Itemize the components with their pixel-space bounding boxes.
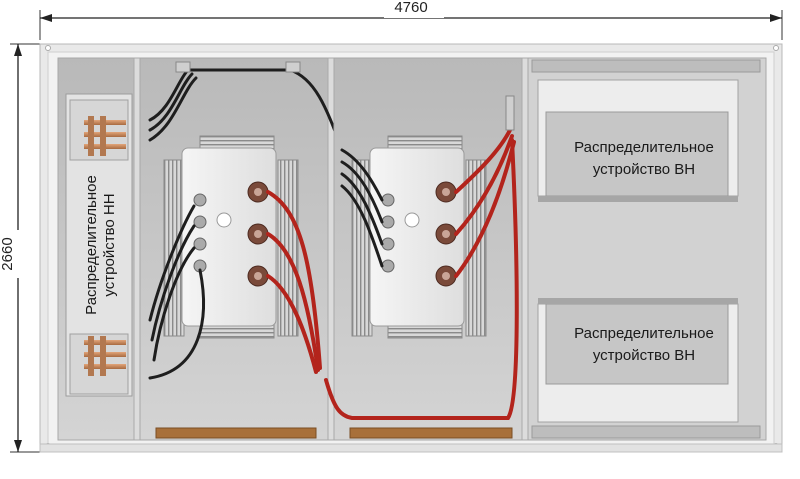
hv-cables-2 bbox=[324, 128, 519, 420]
transformer-compartment-1 bbox=[139, 57, 352, 441]
arrow-up-icon bbox=[14, 44, 22, 56]
transformer-2-base-rail bbox=[349, 427, 513, 439]
lv-switchgear-label-line2: устройство НН bbox=[101, 193, 118, 296]
lv-busbars-bottom bbox=[84, 336, 126, 376]
hv-compartment: Распределительное устройство ВН Распреде… bbox=[527, 57, 767, 441]
hv-switchgear-top: Распределительное устройство ВН bbox=[537, 79, 739, 202]
hv-switchgear-bottom-label-line1: Распределительное bbox=[574, 325, 714, 342]
arrow-down-icon bbox=[14, 440, 22, 452]
width-dimension: 4760 bbox=[39, 0, 783, 40]
hv-switchgear-bottom-label-line2: устройство ВН bbox=[593, 347, 695, 364]
hv-cables-1 bbox=[266, 190, 322, 374]
height-label: 2660 bbox=[0, 237, 16, 270]
lv-cables-2 bbox=[340, 148, 384, 268]
lv-busbars-top bbox=[84, 116, 126, 156]
lv-compartment: Распределительное устройство НН bbox=[57, 57, 141, 441]
width-label: 4760 bbox=[394, 0, 427, 16]
arrow-right-icon bbox=[770, 14, 782, 22]
hv-switchgear-top-label-line2: устройство ВН bbox=[593, 161, 695, 178]
hv-switchgear-top-label-line1: Распределительное bbox=[574, 139, 714, 156]
transformer-compartment-2 bbox=[324, 57, 529, 441]
height-dimension: 2660 bbox=[0, 43, 40, 453]
hv-switchgear-bottom: Распределительное устройство ВН bbox=[537, 298, 739, 423]
lv-switchgear-label-line1: Распределительное bbox=[83, 175, 100, 315]
arrow-left-icon bbox=[40, 14, 52, 22]
transformer-1-base-rail bbox=[155, 427, 317, 439]
